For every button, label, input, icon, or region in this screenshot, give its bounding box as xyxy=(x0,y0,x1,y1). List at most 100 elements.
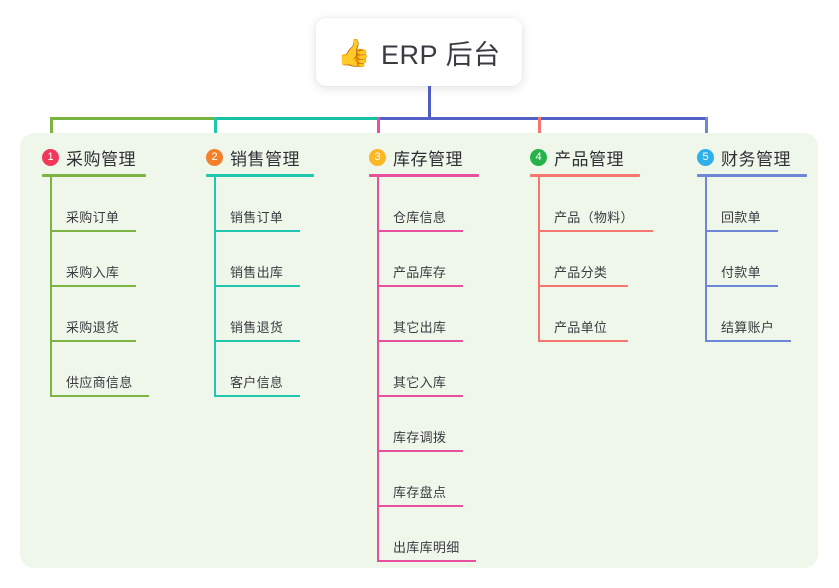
list-item[interactable]: 产品（物料） xyxy=(538,200,657,232)
list-item-rule xyxy=(214,230,300,232)
list-item-rule xyxy=(705,285,778,287)
list-item[interactable]: 仓库信息 xyxy=(377,200,467,232)
list-item[interactable]: 库存盘点 xyxy=(377,475,467,507)
branch-number-badge: 4 xyxy=(530,149,547,166)
list-item-rule xyxy=(377,340,463,342)
bus-segment-2 xyxy=(214,117,380,120)
list-item-rule xyxy=(214,340,300,342)
branch-spine xyxy=(538,177,540,342)
list-item[interactable]: 销售订单 xyxy=(214,200,304,232)
branch-spine xyxy=(377,177,379,562)
list-item-label: 产品库存 xyxy=(393,265,447,280)
list-item-label: 销售订单 xyxy=(230,210,284,225)
list-item-rule xyxy=(538,285,628,287)
branch-spine xyxy=(705,177,707,342)
list-item-rule xyxy=(705,230,778,232)
list-item-label: 采购入库 xyxy=(66,265,120,280)
list-item-label: 采购退货 xyxy=(66,320,120,335)
list-item[interactable]: 回款单 xyxy=(705,200,782,232)
branch-header-5[interactable]: 5 财务管理 xyxy=(697,145,791,170)
thumbs-up-icon: 👍 xyxy=(337,37,372,68)
branch-drop-3 xyxy=(377,117,380,145)
list-item-label: 其它出库 xyxy=(393,320,447,335)
list-item[interactable]: 结算账户 xyxy=(705,310,795,342)
list-item[interactable]: 供应商信息 xyxy=(50,365,153,397)
list-item-label: 出库库明细 xyxy=(393,540,460,555)
list-item-rule xyxy=(214,395,300,397)
branch-title: 库存管理 xyxy=(393,150,463,169)
list-item-rule xyxy=(538,340,628,342)
list-item[interactable]: 产品库存 xyxy=(377,255,467,287)
list-item-rule xyxy=(377,285,463,287)
branch-header-rule xyxy=(697,174,807,177)
list-item-rule xyxy=(377,395,463,397)
branch-header-3[interactable]: 3 库存管理 xyxy=(369,145,463,170)
branch-header-rule xyxy=(42,174,146,177)
root-stem xyxy=(428,86,431,120)
branch-header-rule xyxy=(369,174,479,177)
list-item-label: 销售退货 xyxy=(230,320,284,335)
list-item[interactable]: 其它出库 xyxy=(377,310,467,342)
list-item-label: 客户信息 xyxy=(230,375,284,390)
list-item-label: 结算账户 xyxy=(721,320,775,335)
branch-number-badge: 1 xyxy=(42,149,59,166)
list-item-rule xyxy=(377,450,463,452)
branch-drop-2 xyxy=(214,117,217,145)
list-item-rule xyxy=(377,560,476,562)
list-item-label: 付款单 xyxy=(721,265,761,280)
list-item-label: 库存盘点 xyxy=(393,485,447,500)
root-node-erp-backend[interactable]: 👍 ERP 后台 xyxy=(316,18,522,86)
branch-title: 销售管理 xyxy=(230,150,300,169)
list-item[interactable]: 库存调拨 xyxy=(377,420,467,452)
branch-title: 采购管理 xyxy=(66,150,136,169)
branch-header-4[interactable]: 4 产品管理 xyxy=(530,145,624,170)
branch-drop-5 xyxy=(705,117,708,145)
list-item-rule xyxy=(50,230,136,232)
list-item-rule xyxy=(50,340,136,342)
list-item[interactable]: 采购退货 xyxy=(50,310,140,342)
list-item-label: 产品分类 xyxy=(554,265,608,280)
branch-drop-4 xyxy=(538,117,541,145)
list-item[interactable]: 采购入库 xyxy=(50,255,140,287)
list-item[interactable]: 产品分类 xyxy=(538,255,632,287)
bus-segment-1 xyxy=(50,117,217,120)
list-item-rule xyxy=(538,230,653,232)
list-item[interactable]: 产品单位 xyxy=(538,310,632,342)
list-item[interactable]: 采购订单 xyxy=(50,200,140,232)
list-item-rule xyxy=(377,505,463,507)
branch-header-1[interactable]: 1 采购管理 xyxy=(42,145,136,170)
branch-title: 财务管理 xyxy=(721,150,791,169)
list-item[interactable]: 付款单 xyxy=(705,255,782,287)
branch-header-rule xyxy=(530,174,640,177)
branch-number-badge: 3 xyxy=(369,149,386,166)
branch-number-badge: 2 xyxy=(206,149,223,166)
branch-header-rule xyxy=(206,174,314,177)
branch-drop-1 xyxy=(50,117,53,145)
list-item-rule xyxy=(377,230,463,232)
list-item-label: 销售出库 xyxy=(230,265,284,280)
list-item-rule xyxy=(50,395,149,397)
list-item-label: 其它入库 xyxy=(393,375,447,390)
list-item-rule xyxy=(50,285,136,287)
list-item-label: 回款单 xyxy=(721,210,761,225)
branch-spine xyxy=(50,177,52,397)
branch-number-badge: 5 xyxy=(697,149,714,166)
list-item-label: 仓库信息 xyxy=(393,210,447,225)
list-item[interactable]: 客户信息 xyxy=(214,365,304,397)
list-item[interactable]: 销售退货 xyxy=(214,310,304,342)
branch-header-2[interactable]: 2 销售管理 xyxy=(206,145,300,170)
list-item-label: 库存调拨 xyxy=(393,430,447,445)
branches-panel: 1 采购管理采购订单采购入库采购退货供应商信息 2 销售管理销售订单销售出库销售退货客… xyxy=(20,133,818,568)
branch-title: 产品管理 xyxy=(554,150,624,169)
list-item-label: 产品（物料） xyxy=(554,210,634,225)
list-item[interactable]: 其它入库 xyxy=(377,365,467,397)
list-item-rule xyxy=(705,340,791,342)
list-item[interactable]: 出库库明细 xyxy=(377,530,480,562)
bus-segment-3 xyxy=(377,117,708,120)
list-item-label: 采购订单 xyxy=(66,210,120,225)
list-item-rule xyxy=(214,285,300,287)
root-node-title: ERP 后台 xyxy=(381,39,501,70)
list-item[interactable]: 销售出库 xyxy=(214,255,304,287)
branch-spine xyxy=(214,177,216,397)
